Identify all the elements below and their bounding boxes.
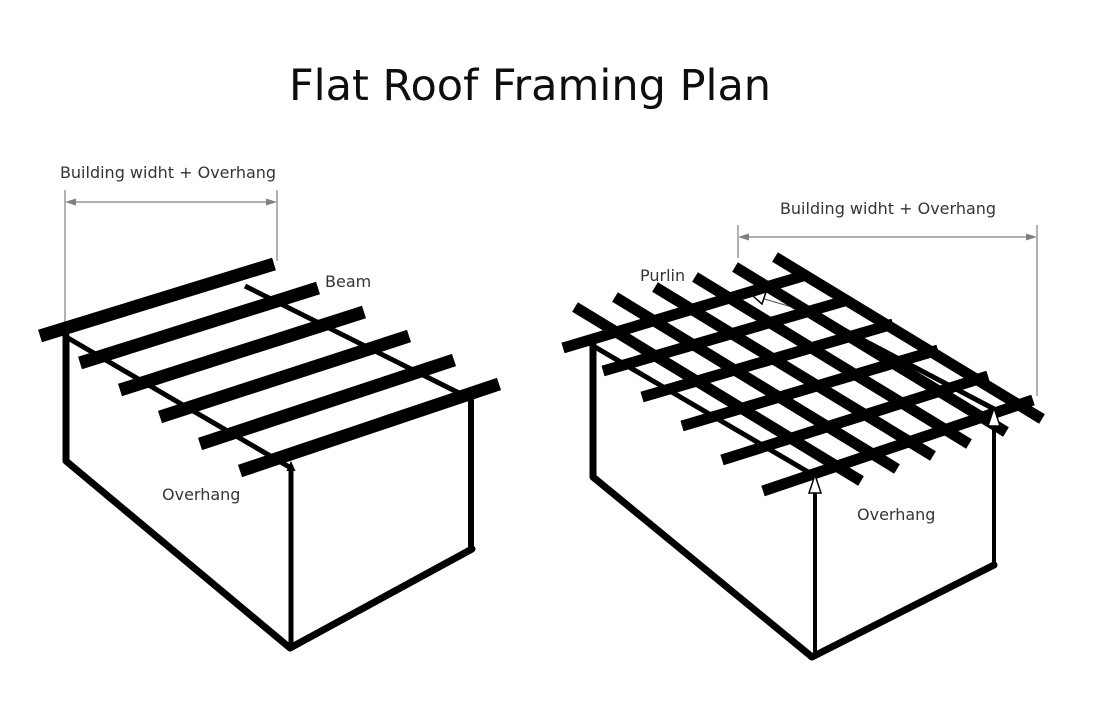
beam-bar — [118, 305, 366, 397]
page-title: Flat Roof Framing Plan — [289, 61, 771, 111]
dimension-arrowhead-icon — [266, 198, 277, 206]
right-building-outline — [589, 287, 998, 661]
left-dimension: Building widht + Overhang — [60, 163, 278, 334]
beam-bar — [78, 281, 320, 370]
building-outline — [62, 332, 476, 652]
post-arrowhead-icon — [986, 405, 1002, 427]
left-building-figure: Building widht + Overhang Beam — [38, 163, 502, 652]
right-building-figure: Building widht + Overhang — [561, 199, 1045, 661]
post-arrowhead-icon — [807, 472, 823, 494]
left-dimension-label: Building widht + Overhang — [60, 163, 276, 182]
purlin-bar — [772, 252, 1045, 424]
purlin-bar — [652, 282, 936, 461]
beam-bar — [197, 353, 457, 451]
beam-bar — [38, 257, 276, 343]
building-outline — [589, 341, 998, 661]
beam-bar — [237, 377, 502, 478]
purlin-bar — [572, 302, 864, 486]
overhang-label: Overhang — [162, 485, 240, 504]
purlin-bar — [612, 292, 900, 474]
dimension-arrowhead-icon — [65, 198, 76, 206]
right-dimension-label: Building widht + Overhang — [780, 199, 996, 218]
purlin-leader-arrowhead-icon — [751, 290, 768, 306]
dimension-arrowhead-icon — [1026, 233, 1037, 241]
beam-group — [38, 257, 502, 478]
front-wall-plate — [593, 344, 817, 479]
beam-label: Beam — [325, 272, 371, 291]
purlin-bar — [732, 262, 1009, 437]
purlin-group — [572, 252, 1045, 486]
purlin-bar — [692, 272, 972, 449]
purlin-label: Purlin — [640, 266, 685, 285]
overhang-label: Overhang — [857, 505, 935, 524]
beam-bar — [157, 329, 412, 424]
right-dimension: Building widht + Overhang — [737, 199, 1038, 396]
dimension-arrowhead-icon — [738, 233, 749, 241]
